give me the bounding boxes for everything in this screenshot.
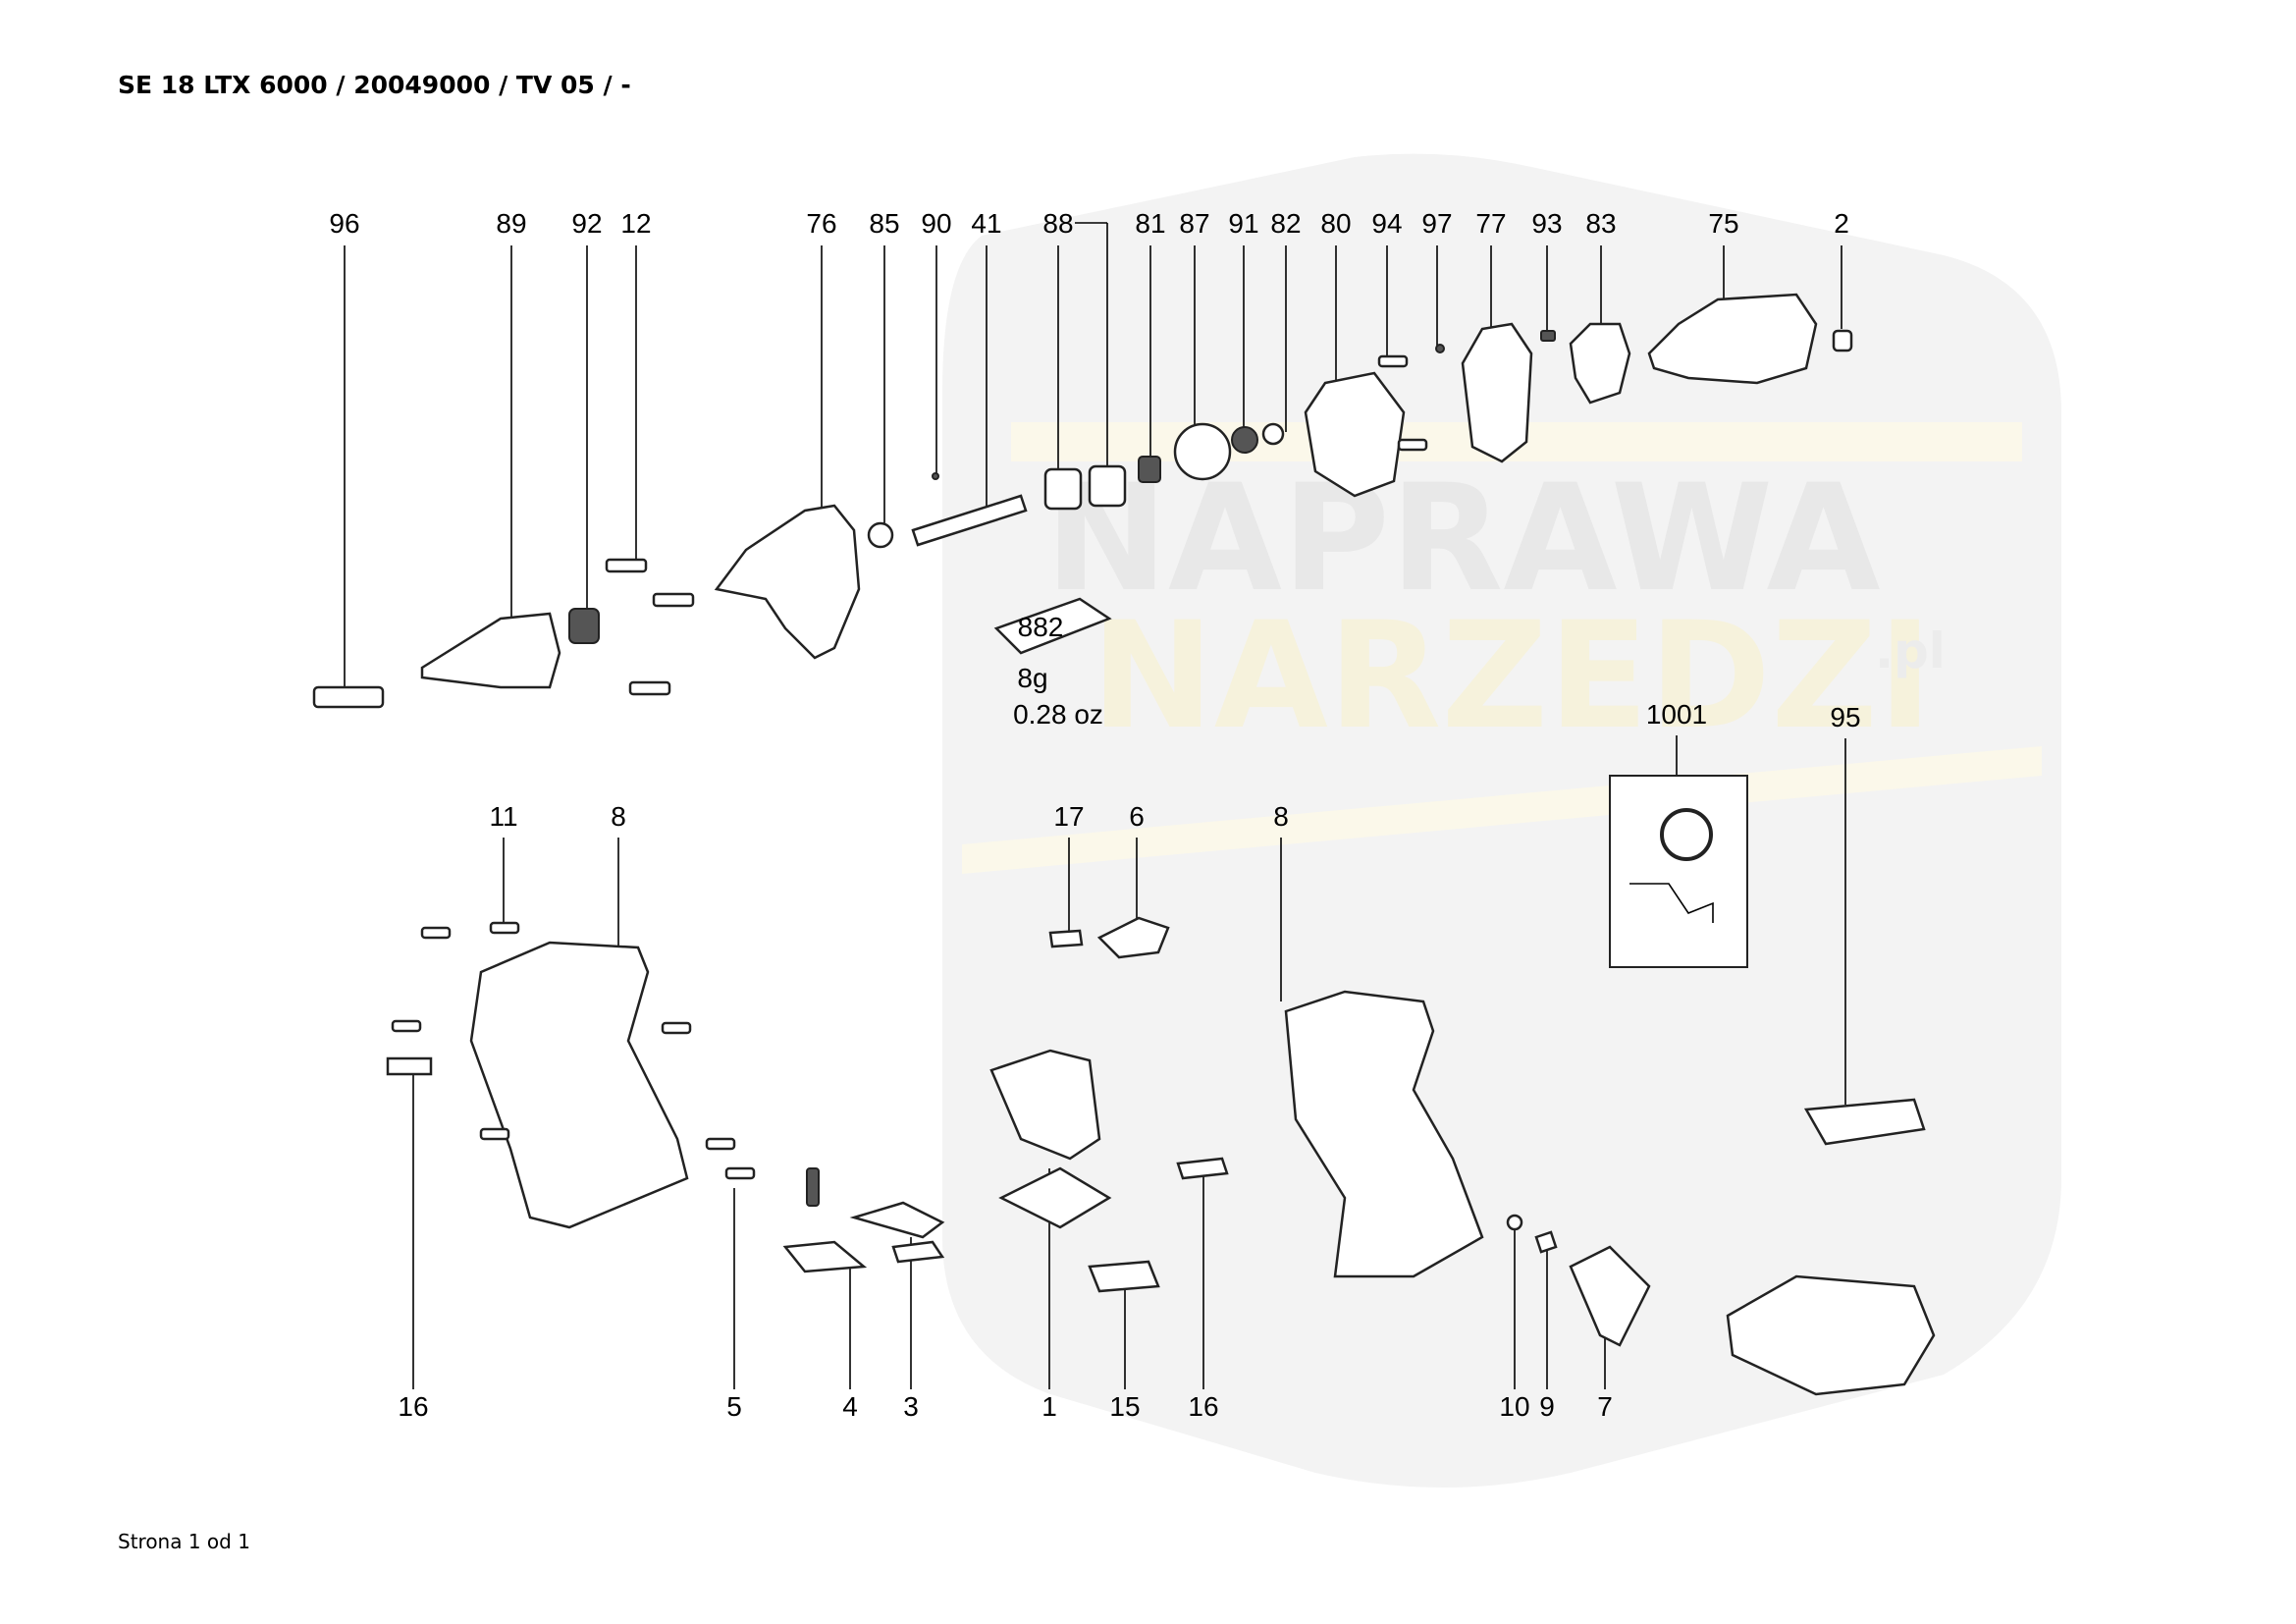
callout-17: 17 (1053, 801, 1084, 832)
callout-1: 1 (1041, 1391, 1057, 1422)
part-85-washer (867, 521, 894, 549)
part-5-spring (806, 1167, 820, 1207)
part-10-ring (1506, 1214, 1523, 1231)
callout-93: 93 (1531, 208, 1562, 239)
callout-2: 2 (1834, 208, 1849, 239)
part-87-gear (1173, 422, 1232, 481)
callout-16: 16 (398, 1391, 428, 1422)
part-89-chuck (420, 612, 561, 689)
watermark-text-2: NARZEDZI (1091, 591, 1932, 762)
callout-11: 11 (489, 801, 517, 832)
callout-95: 95 (1830, 702, 1860, 732)
page-indicator: Strona 1 od 1 (118, 1530, 250, 1553)
watermark-logo: NAPRAWA NARZEDZI .pl (942, 153, 2061, 1489)
part-93-screw (1540, 330, 1556, 342)
watermark-suffix: .pl (1875, 623, 1946, 679)
callout-88: 88 (1042, 208, 1073, 239)
callout-83: 83 (1585, 208, 1616, 239)
part-81-spring (1138, 456, 1161, 483)
part-9-nut (1534, 1230, 1558, 1254)
callout-80: 80 (1320, 208, 1351, 239)
callout-90: 90 (921, 208, 951, 239)
callout-6: 6 (1129, 801, 1145, 832)
part-16-label (1176, 1157, 1229, 1180)
part-91-bearing (1231, 426, 1258, 454)
document-title: SE 18 LTX 6000 / 20049000 / TV 05 / - (118, 71, 631, 99)
callout-3: 3 (903, 1391, 919, 1422)
grease-weight-g: 8g (1017, 663, 1047, 693)
callout-12: 12 (620, 208, 651, 239)
part-97-pin (1435, 344, 1445, 353)
callout-15: 15 (1109, 1391, 1140, 1422)
callout-87: 87 (1179, 208, 1209, 239)
callout-91: 91 (1228, 208, 1258, 239)
part-1001-electronics (1609, 775, 1748, 968)
part-88-cam (1088, 464, 1127, 508)
callout-16: 16 (1188, 1391, 1218, 1422)
callout-85: 85 (869, 208, 899, 239)
part-41-spindle (911, 494, 1028, 547)
part-12-screw (652, 592, 695, 608)
part-16-label (386, 1056, 433, 1076)
callout-8: 8 (611, 801, 626, 832)
callout-96: 96 (329, 208, 359, 239)
watermark-text-1: NAPRAWA (1044, 454, 1880, 624)
callout-81: 81 (1135, 208, 1165, 239)
part-4-slider (782, 1240, 868, 1273)
part-75-motor (1647, 293, 1818, 385)
callout-94: 94 (1371, 208, 1402, 239)
part-1-switch (989, 1049, 1101, 1161)
part-92-nut (568, 608, 600, 644)
callout-7: 7 (1597, 1391, 1613, 1422)
part-88-cam (1043, 467, 1083, 511)
callout-4: 4 (842, 1391, 858, 1422)
part-12-screw (605, 558, 648, 573)
callout-41: 41 (971, 208, 1001, 239)
battery-pack (1726, 1274, 1936, 1396)
callout-10: 10 (1499, 1391, 1529, 1422)
part-8-housing-right (1284, 990, 1484, 1278)
callout-89: 89 (496, 208, 526, 239)
callout-92: 92 (571, 208, 602, 239)
part-82-washer (1261, 422, 1285, 446)
part-2-cap (1832, 329, 1853, 352)
screws-left (391, 921, 756, 1180)
callout-5: 5 (726, 1391, 742, 1422)
parts (312, 293, 1936, 1396)
grease-info: 882 8g 0.28 oz (1013, 612, 1103, 730)
part-7-belt-clip (1569, 1245, 1651, 1347)
part-96-bit-holder (312, 685, 385, 709)
part-12-screw (628, 680, 671, 696)
part-3-slider (849, 1201, 945, 1239)
part-1-switch-base (998, 1166, 1112, 1229)
part-77-gear-plate (1461, 322, 1533, 463)
part-6-cover (1096, 916, 1170, 959)
callout-76: 76 (806, 208, 836, 239)
callout-75: 75 (1708, 208, 1738, 239)
leader-lines (344, 222, 1846, 1389)
callout-1001: 1001 (1646, 699, 1707, 730)
callout-9: 9 (1539, 1391, 1555, 1422)
part-3-slider-b (891, 1240, 945, 1264)
part-17-label (1048, 929, 1084, 948)
part-95-battery-contact (1803, 1098, 1926, 1146)
callout-97: 97 (1421, 208, 1452, 239)
part-94-screw (1397, 438, 1428, 452)
part-83-bearing-flange (1569, 322, 1631, 405)
part-90-ball (932, 472, 939, 480)
part-882-grease (993, 597, 1112, 655)
callout-77: 77 (1475, 208, 1506, 239)
part-8-housing-left (469, 941, 689, 1229)
callout-82: 82 (1270, 208, 1301, 239)
part-76-gear-housing (714, 504, 861, 660)
part-15-label (1088, 1260, 1160, 1293)
grease-weight-oz: 0.28 oz (1013, 699, 1103, 730)
callout-8: 8 (1273, 801, 1289, 832)
part-94-screw (1377, 354, 1409, 368)
grease-part-number: 882 (1018, 612, 1064, 642)
